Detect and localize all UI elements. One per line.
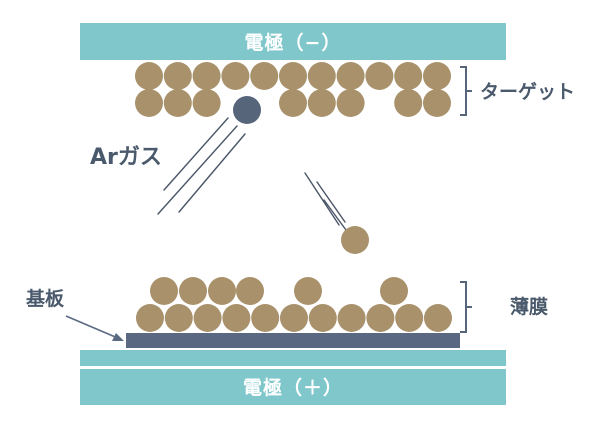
film-bracket [460,281,472,333]
film-atom [193,304,222,332]
argon-ion [157,96,261,215]
film-atom [208,277,236,305]
film-atom [366,304,395,332]
film-atom [308,304,337,332]
anode-label: 電極（＋） [243,376,343,399]
substrate-arrow [65,315,124,341]
substrate-label: 基板 [25,287,65,310]
film-atom [337,304,366,332]
target-atom [307,62,336,90]
film-atom [424,304,452,332]
sputtered-atom [304,172,369,254]
film-atom [280,304,308,332]
film-atom [380,277,408,305]
gas-label: Arガス [90,145,162,170]
target-atoms [135,62,451,117]
target-atom [135,62,163,90]
target-atom [307,89,336,117]
film-atom [179,277,207,305]
cathode-label: 電極（−） [245,31,342,54]
target-atom [279,89,307,117]
film-atoms [136,277,452,332]
film-atom [222,304,251,332]
target-atom [221,62,250,90]
film-atom [136,304,164,332]
target-atom [394,62,423,90]
target-atom [423,89,451,117]
argon-ion-icon [233,96,261,124]
film-atom [164,304,193,332]
film-atom [236,277,264,305]
substrate [126,333,460,348]
target-atom [423,62,451,90]
film-atom [251,304,280,332]
target-atom [135,89,163,117]
target-atom [279,62,307,90]
target-atom [336,89,365,117]
film-atom [395,304,424,332]
film-atom [150,277,178,305]
target-atom [394,89,423,117]
film-atom [294,277,322,305]
target-label: ターゲット [480,81,575,103]
target-atom [163,62,192,90]
target-atom [365,62,394,90]
target-atom [192,89,221,117]
target-atom [192,62,221,90]
target-atom [250,62,279,90]
cathode-electrode: 電極（−） [80,23,506,60]
target-atom [163,89,192,117]
target-atom [336,62,365,90]
film-label: 薄膜 [510,295,548,318]
sputtered-atom-icon [341,226,369,254]
anode-electrode: 電極（＋） [80,350,506,405]
target-bracket [460,66,472,116]
